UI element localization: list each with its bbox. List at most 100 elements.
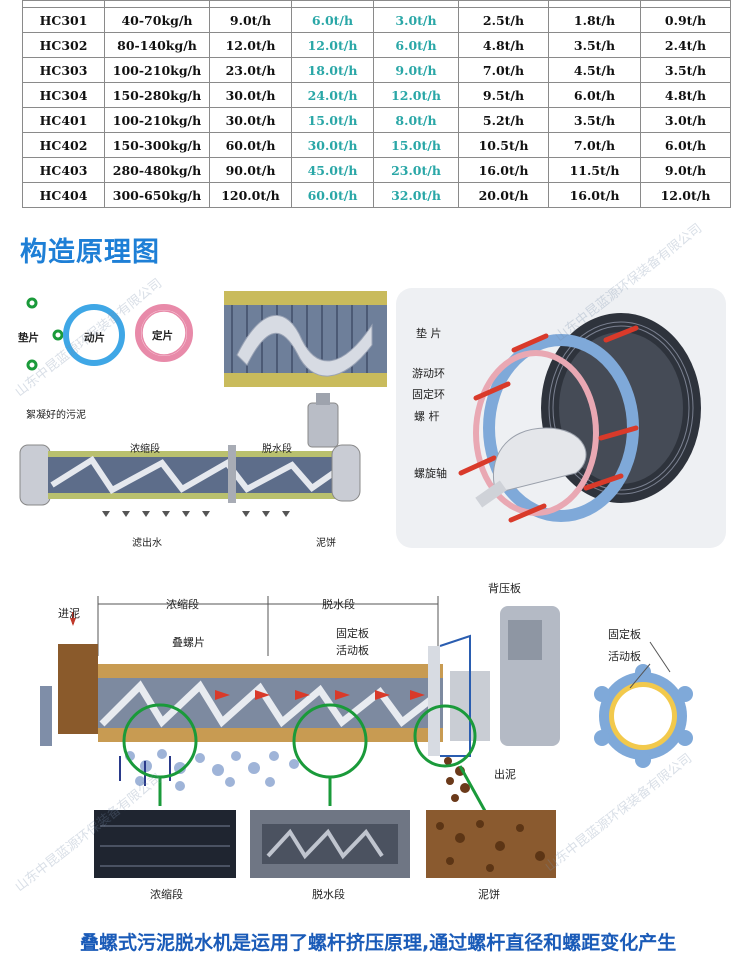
table-cell: 16.0t/h <box>458 157 549 183</box>
label-moving-plate: 活动板 <box>336 644 369 657</box>
label-photo-dewatering: 脱水段 <box>312 888 345 901</box>
description-text: 叠螺式污泥脱水机是运用了螺杆挤压原理,通过螺杆直径和螺距变化产生 <box>80 932 677 954</box>
table-cell: 60.0t/h <box>291 182 374 208</box>
gasket-ring-icon <box>26 297 38 309</box>
table-cell: 4.8t/h <box>458 32 549 58</box>
table-cell: HC302 <box>22 32 105 58</box>
table-cell: 6.0t/h <box>548 82 641 108</box>
table-cell: 9.5t/h <box>458 82 549 108</box>
table-cell: HC401 <box>22 107 105 133</box>
table-cell: 30.0t/h <box>209 107 292 133</box>
table-cell: 45.0t/h <box>291 157 374 183</box>
table-cell: 9.0t/h <box>209 7 292 33</box>
table-cell: 6.0t/h <box>373 32 459 58</box>
table-cell: 100-210kg/h <box>104 57 210 83</box>
label-ring-moving-plate: 活动板 <box>608 650 641 663</box>
table-cell: 150-280kg/h <box>104 82 210 108</box>
table-cell: 2.4t/h <box>640 32 731 58</box>
table-cell: HC402 <box>22 132 105 158</box>
table-cell: 20.0t/h <box>458 182 549 208</box>
moving-ring-icon <box>63 304 125 366</box>
label-fixed-ring-2: 固定环 <box>412 388 445 401</box>
label-thickening-3: 浓缩段 <box>166 598 199 611</box>
table-cell: 300-650kg/h <box>104 182 210 208</box>
table-cell: 8.0t/h <box>373 107 459 133</box>
table-cell: 23.0t/h <box>209 57 292 83</box>
table-cell: 80-140kg/h <box>104 32 210 58</box>
label-sludge-out: 出泥 <box>494 768 516 781</box>
label-back-plate: 背压板 <box>488 582 521 595</box>
label-gasket-2: 垫 片 <box>416 327 442 340</box>
label-thickening: 浓缩段 <box>130 444 160 455</box>
table-cell: 12.0t/h <box>640 182 731 208</box>
label-spiral-shaft: 螺旋轴 <box>414 467 447 480</box>
table-cell: 7.0t/h <box>458 57 549 83</box>
table-cell: 2.5t/h <box>458 7 549 33</box>
table-cell: 280-480kg/h <box>104 157 210 183</box>
table-cell: 100-210kg/h <box>104 107 210 133</box>
label-gasket: 垫片 <box>18 332 39 344</box>
table-cell: 16.0t/h <box>548 182 641 208</box>
table-cell: 4.8t/h <box>640 82 731 108</box>
table-cell: HC303 <box>22 57 105 83</box>
label-flocculated-sludge: 絮凝好的污泥 <box>26 410 86 421</box>
table-cell: 12.0t/h <box>291 32 374 58</box>
label-dewatering: 脱水段 <box>262 444 292 455</box>
label-moving-ring: 动片 <box>84 332 105 344</box>
table-cell: 12.0t/h <box>373 82 459 108</box>
label-cake: 泥饼 <box>316 538 336 549</box>
section-title: 构造原理图 <box>20 237 160 268</box>
table-cell: 7.0t/h <box>548 132 641 158</box>
table-cell: 1.8t/h <box>548 7 641 33</box>
label-photo-cake: 泥饼 <box>478 888 500 901</box>
table-cell: 6.0t/h <box>640 132 731 158</box>
table-cell: 10.5t/h <box>458 132 549 158</box>
table-cell: HC304 <box>22 82 105 108</box>
label-ring-fixed-plate: 固定板 <box>608 628 641 641</box>
table-cell: 90.0t/h <box>209 157 292 183</box>
table-cell: 15.0t/h <box>373 132 459 158</box>
screw-ring-assembly-diagram <box>396 288 726 548</box>
table-cell: 6.0t/h <box>291 7 374 33</box>
table-cell: 120.0t/h <box>209 182 292 208</box>
label-moving-ring-2: 游动环 <box>412 367 445 380</box>
screw-press-diagram-small <box>19 291 387 517</box>
table-cell: 40-70kg/h <box>104 7 210 33</box>
table-cell: HC403 <box>22 157 105 183</box>
label-screw-2: 螺 杆 <box>414 410 440 423</box>
table-cell: HC404 <box>22 182 105 208</box>
table-cell: 3.5t/h <box>548 32 641 58</box>
label-fixed-ring: 定片 <box>152 330 173 342</box>
label-stacked-plates: 叠螺片 <box>172 636 205 649</box>
label-fixed-plate: 固定板 <box>336 627 369 640</box>
table-cell: 32.0t/h <box>373 182 459 208</box>
table-cell: 15.0t/h <box>291 107 374 133</box>
table-cell: 5.2t/h <box>458 107 549 133</box>
table-cell: 3.0t/h <box>640 107 731 133</box>
label-sludge-in: 进泥 <box>58 607 80 620</box>
table-cell: 150-300kg/h <box>104 132 210 158</box>
table-cell: 0.9t/h <box>640 7 731 33</box>
table-cell: 23.0t/h <box>373 157 459 183</box>
table-cell: 9.0t/h <box>373 57 459 83</box>
table-cell: 3.5t/h <box>640 57 731 83</box>
table-cell: 3.5t/h <box>548 107 641 133</box>
table-cell: 9.0t/h <box>640 157 731 183</box>
dewatering-process-diagram <box>40 596 693 878</box>
table-cell: 30.0t/h <box>291 132 374 158</box>
label-filtrate: 滤出水 <box>132 538 162 549</box>
table-cell: 24.0t/h <box>291 82 374 108</box>
gasket-ring-icon <box>26 359 38 371</box>
label-dewatering-3: 脱水段 <box>322 598 355 611</box>
table-cell: 12.0t/h <box>209 32 292 58</box>
table-cell: 18.0t/h <box>291 57 374 83</box>
